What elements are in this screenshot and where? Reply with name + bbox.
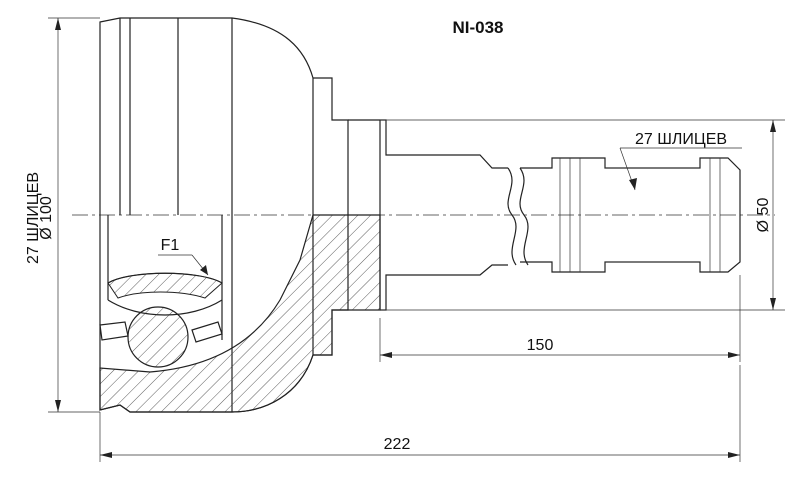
dimension-shaft-diameter xyxy=(380,119,785,311)
outer-diameter-label: Ø 100 xyxy=(38,196,55,240)
dimension-total-length xyxy=(99,365,741,462)
shaft-spline-count-label: 27 ШЛИЦЕВ xyxy=(635,131,727,148)
f1-leader xyxy=(158,254,209,276)
spline-leader xyxy=(619,147,742,191)
shaft-diameter-label: Ø 50 xyxy=(755,198,772,233)
detail-marker-label: F1 xyxy=(161,237,180,254)
part-number-title: NI-038 xyxy=(452,18,503,37)
outer-spline-count-label: 27 ШЛИЦЕВ xyxy=(25,172,42,264)
section-hatching xyxy=(99,214,381,413)
dimension-shaft-length xyxy=(379,275,741,362)
total-length-label: 222 xyxy=(384,436,411,453)
shaft-length-label: 150 xyxy=(527,337,554,354)
dimension-outer-diameter xyxy=(48,17,100,413)
drive-shaft xyxy=(348,119,741,311)
